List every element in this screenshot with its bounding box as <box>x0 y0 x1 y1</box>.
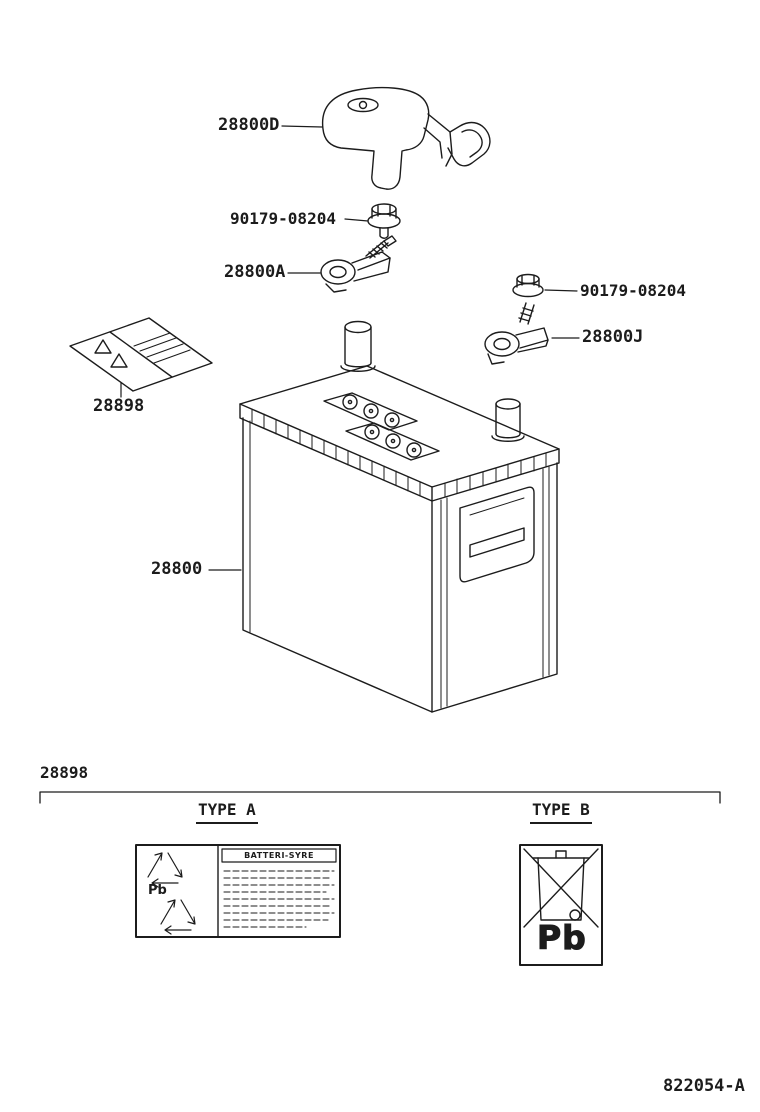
clamp-a-drawing <box>320 235 397 293</box>
drawing-number: 822054-A <box>663 1076 745 1096</box>
crossed-bin-icon <box>523 848 599 928</box>
label-type-a-drawing <box>135 844 341 938</box>
nut-right-drawing <box>512 273 544 298</box>
label-type-b-drawing <box>519 844 603 966</box>
leader-lines <box>120 125 580 571</box>
label-b-pb-text: Pb <box>536 918 587 957</box>
callout-battery: 28800 <box>151 559 203 579</box>
footer-group-number: 28898 <box>40 763 89 782</box>
callout-caution-label: 28898 <box>93 396 145 416</box>
footer-bracket <box>39 791 721 804</box>
recycle-icon <box>147 852 183 888</box>
callout-terminal-cover: 28800D <box>218 115 280 135</box>
callout-clamp-j: 28800J <box>582 327 644 347</box>
type-a-title: TYPE A <box>196 802 258 824</box>
callout-nut-top: 90179-08204 <box>230 209 336 228</box>
label-a-header: BATTERI-SYRE <box>244 851 314 860</box>
nut-top-drawing <box>367 203 401 239</box>
recycle-icon <box>160 899 196 935</box>
clamp-j-drawing <box>484 302 549 365</box>
label-a-pb-text: Pb <box>148 883 167 898</box>
battery-drawing <box>239 320 560 713</box>
callout-nut-right: 90179-08204 <box>580 281 686 300</box>
caution-sticker-drawing <box>69 317 213 392</box>
type-b-title: TYPE B <box>530 802 592 824</box>
terminal-cover-drawing <box>321 86 491 190</box>
callout-clamp-a: 28800A <box>224 262 286 282</box>
fine-print-lines <box>223 870 335 928</box>
